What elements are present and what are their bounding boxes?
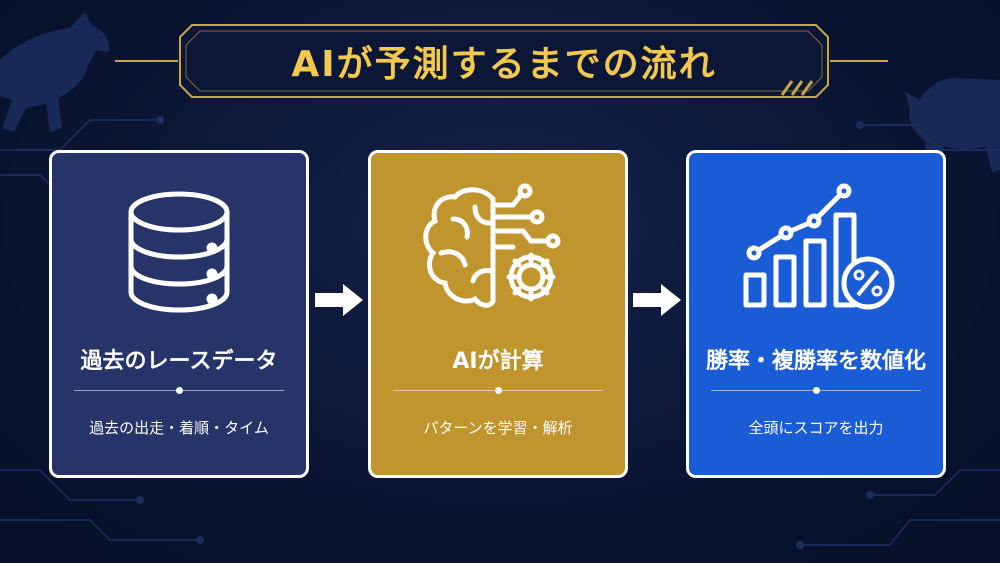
database-icon — [52, 177, 306, 327]
title-line-right — [830, 60, 888, 62]
divider-dot — [813, 387, 820, 394]
divider-dot — [495, 387, 502, 394]
page-title: AIが予測するまでの流れ — [291, 44, 717, 85]
title-frame — [179, 24, 829, 98]
step-subtitle: パターンを学習・解析 — [423, 419, 573, 437]
step-title: 過去のレースデータ — [80, 349, 278, 374]
arrow-right-icon — [315, 284, 363, 316]
title-line-left — [115, 60, 178, 62]
step-title: 勝率・複勝率を数値化 — [705, 349, 926, 374]
growth-chart-percent-icon — [689, 177, 943, 327]
divider-dot — [176, 387, 183, 394]
step-title: AIが計算 — [452, 349, 544, 374]
arrow-right-icon — [633, 284, 681, 316]
step-card-data: 過去のレースデータ 過去の出走・着順・タイム — [49, 150, 309, 478]
title-banner: AIが予測するまでの流れ — [178, 23, 830, 99]
step-card-ai: AIが計算 パターンを学習・解析 — [368, 150, 628, 478]
step-card-score: 勝率・複勝率を数値化 全頭にスコアを出力 — [686, 150, 946, 478]
horse-silhouette-right — [905, 77, 1000, 172]
step-subtitle: 全頭にスコアを出力 — [748, 419, 884, 437]
step-subtitle: 過去の出走・着順・タイム — [89, 419, 269, 437]
horse-silhouette-left — [0, 12, 110, 132]
ai-brain-gear-icon — [371, 177, 625, 327]
